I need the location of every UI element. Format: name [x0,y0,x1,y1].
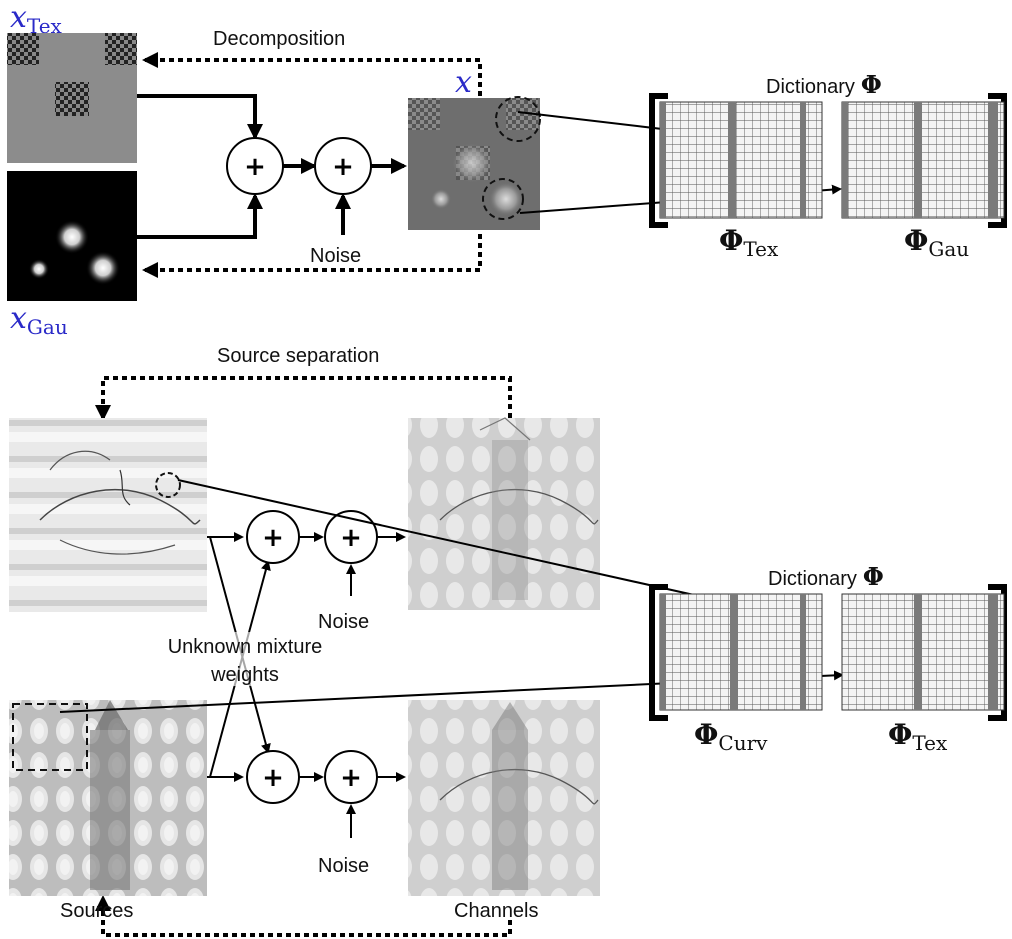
unknown-mixture-label: Unknown mixture [168,636,323,658]
svg-text:+: + [340,763,362,793]
adder-bottom-1a: + [246,510,300,564]
top-panel: xTex xGau Decomposition + [7,0,1007,339]
link-curv-to-dictionary [177,479,732,607]
svg-text:+: + [332,152,354,182]
phi-curv-label: ΦCurv [694,718,768,755]
svg-text:+: + [340,523,362,553]
mixture-image [408,96,541,230]
phi-tex-label-bottom: ΦTex [888,718,948,755]
sources-label: Sources [60,900,133,922]
svg-text:+: + [262,763,284,793]
label-x: x [455,65,472,100]
noise-label-bottom-1: Noise [318,611,369,633]
decomposition-arrow-bottom [142,234,482,278]
separation-arrow-top [95,376,512,421]
dictionary-gau-block [841,101,1005,219]
decomposition-arrow-top [142,52,482,96]
noise-label-top: Noise [310,245,361,267]
dictionary-top [649,93,1007,228]
adder-bottom-1b: + [246,750,300,804]
channel-image-1 [408,417,600,610]
adder-top-1: + [226,137,284,195]
highlight-circle-curv [155,472,181,498]
highlight-box-tex [12,703,88,771]
adder-bottom-2a: + [324,510,378,564]
adder-bottom-2b: + [324,750,378,804]
highlight-circle-gaussian [482,178,524,220]
arrow-tex-to-adder [137,94,263,140]
channel-image-2 [408,700,600,896]
highlight-circle-texture [495,96,541,142]
decomposition-label: Decomposition [213,28,345,50]
phi-tex-label: ΦTex [719,224,779,261]
source-separation-label: Source separation [217,345,379,367]
noise-label-bottom-2: Noise [318,855,369,877]
gaussian-image [7,171,137,301]
adder-top-2: + [314,137,372,195]
texture-image [7,33,137,163]
label-x-tex: xTex [10,0,63,38]
dictionary-bottom [649,584,1007,721]
source-image-1 [9,418,207,612]
bottom-panel: Source separation + [9,345,1007,937]
arrow-gau-to-adder [137,193,263,239]
channels-label: Channels [454,900,539,922]
separation-arrow-bottom [95,895,512,937]
phi-gau-label: ΦGau [904,224,969,261]
label-x-gau: xGau [10,301,68,339]
dictionary-curv-block [659,593,823,711]
dictionary-tex-block-bottom [841,593,1005,711]
source-image-2 [9,700,207,896]
weights-label: weights [210,664,279,686]
svg-text:+: + [262,523,284,553]
dictionary-tex-block [659,101,823,219]
svg-text:+: + [244,152,266,182]
